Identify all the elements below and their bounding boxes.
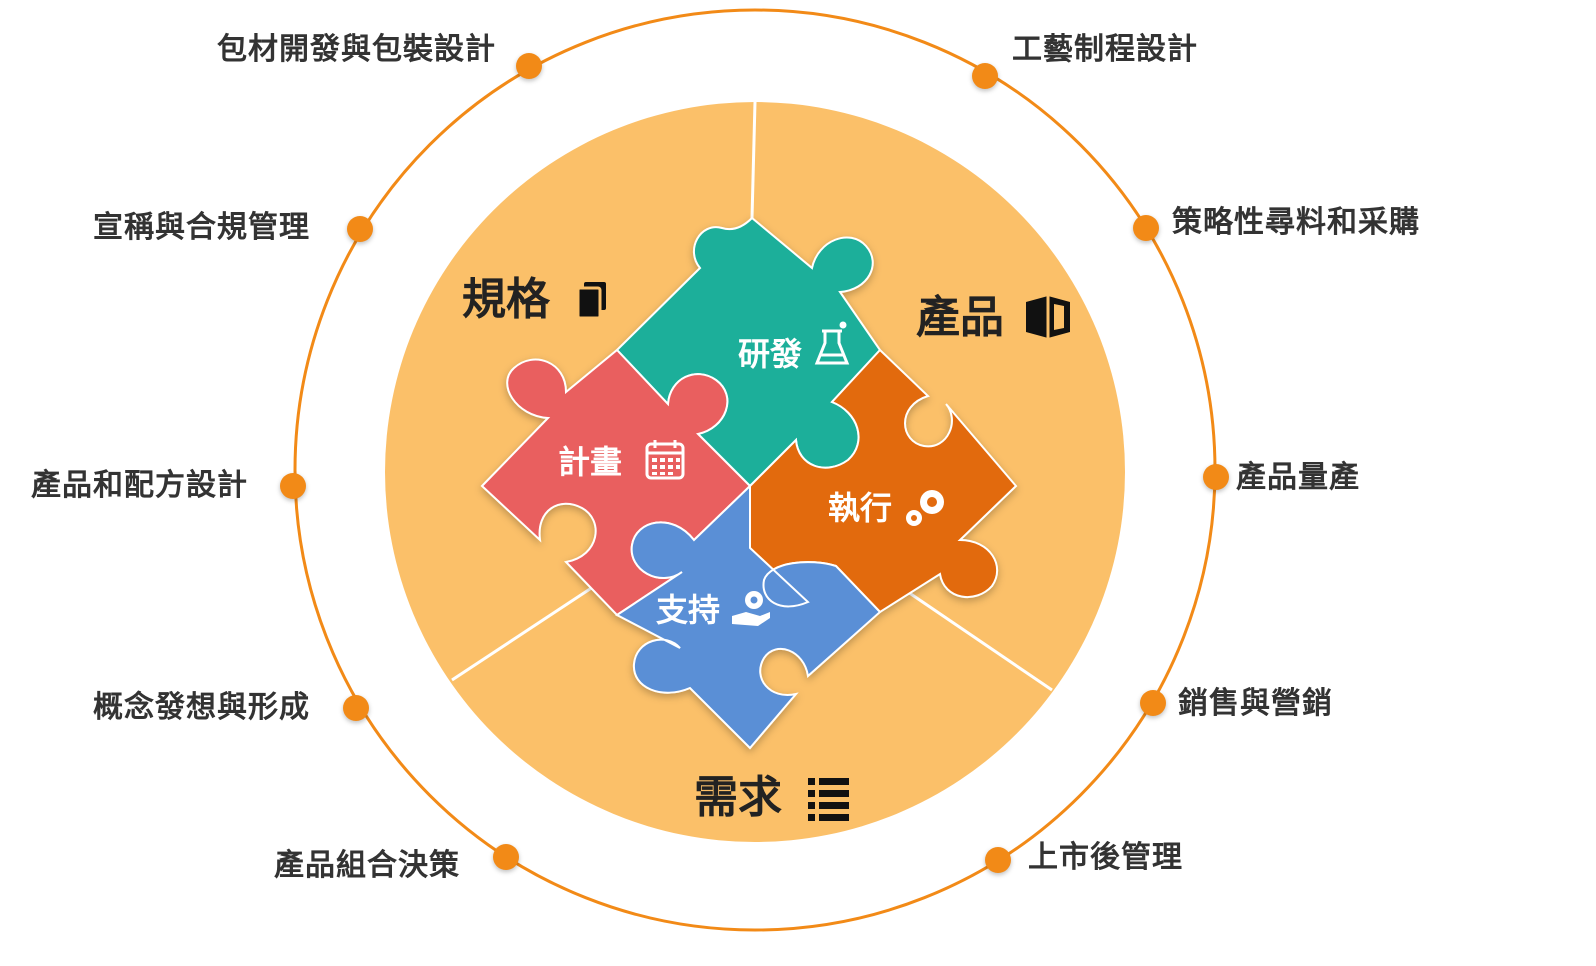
gears-icon xyxy=(906,490,944,526)
documents-icon xyxy=(576,282,606,320)
list-icon xyxy=(808,778,849,821)
ring-dot xyxy=(985,847,1011,873)
piece-label-exec: 執行 xyxy=(828,489,893,527)
ring-dot xyxy=(1203,464,1229,490)
flask-icon xyxy=(814,321,850,365)
ring-dot xyxy=(347,216,373,242)
outer-item-left-1: 包材開發與包裝設計 xyxy=(217,32,496,67)
ring-dot xyxy=(493,844,519,870)
outer-item-right-5: 上市後管理 xyxy=(1028,840,1183,875)
outer-item-right-3: 產品量產 xyxy=(1236,460,1360,495)
outer-item-right-1: 工藝制程設計 xyxy=(1012,32,1198,67)
ring-dot xyxy=(972,63,998,89)
disc-dividers xyxy=(451,101,1053,692)
outer-item-right-2: 策略性尋料和采購 xyxy=(1172,205,1420,240)
piece-label-support: 支持 xyxy=(656,591,721,629)
calendar-icon xyxy=(645,440,685,480)
quadrant-label-demand: 需求 xyxy=(694,772,782,823)
ring-dot xyxy=(343,695,369,721)
outer-item-right-4: 銷售與營銷 xyxy=(1178,686,1333,721)
outer-item-left-2: 宣稱與合規管理 xyxy=(93,210,310,245)
ring-dot xyxy=(516,53,542,79)
box-icon xyxy=(1026,296,1070,338)
outer-item-left-4: 概念發想與形成 xyxy=(93,690,310,725)
ring-dot xyxy=(1140,690,1166,716)
quadrant-label-spec: 規格 xyxy=(462,274,550,325)
hand-gear-icon xyxy=(732,591,770,626)
outer-item-left-3: 產品和配方設計 xyxy=(31,468,248,503)
outer-item-left-5: 產品組合決策 xyxy=(274,848,460,883)
ring-dot xyxy=(280,473,306,499)
quadrant-label-product: 產品 xyxy=(916,292,1004,343)
ring-dot xyxy=(1133,215,1159,241)
piece-label-rd: 研發 xyxy=(738,335,803,373)
piece-label-plan: 計畫 xyxy=(558,443,623,481)
